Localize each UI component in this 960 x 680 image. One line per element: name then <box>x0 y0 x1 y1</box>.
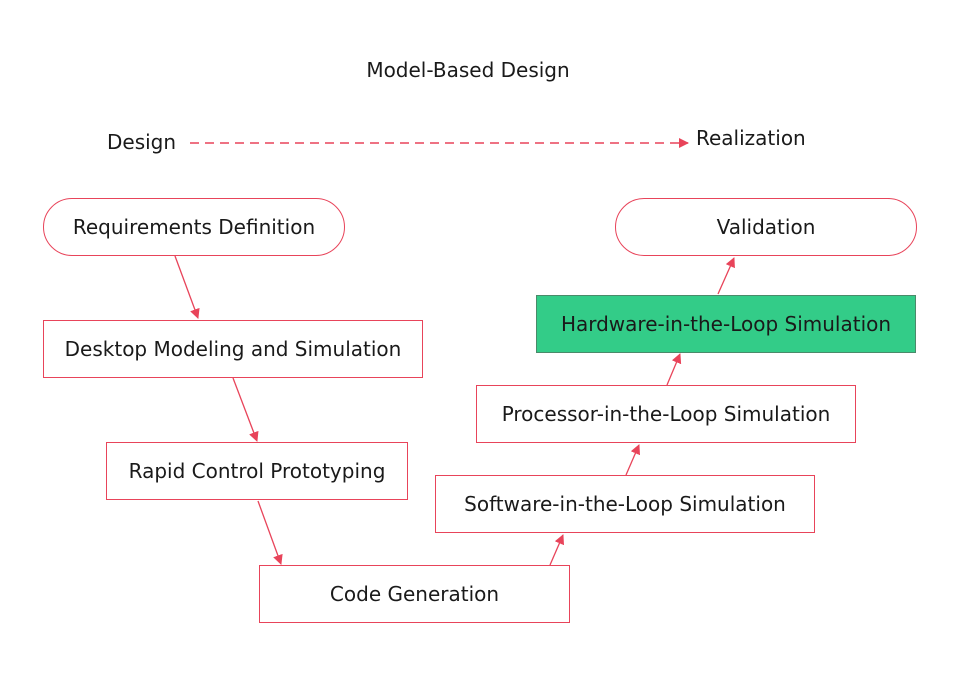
software-in-the-loop-node: Software-in-the-Loop Simulation <box>435 475 815 533</box>
realization-label: Realization <box>696 126 806 150</box>
software-in-the-loop-label: Software-in-the-Loop Simulation <box>464 492 786 516</box>
desktop-modeling-label: Desktop Modeling and Simulation <box>64 337 402 361</box>
code-generation-label: Code Generation <box>329 582 500 606</box>
design-label: Design <box>107 130 177 154</box>
diagram-title: Model-Based Design <box>366 58 570 82</box>
processor-in-the-loop-node: Processor-in-the-Loop Simulation <box>476 385 856 443</box>
hardware-in-the-loop-node: Hardware-in-the-Loop Simulation <box>536 295 916 353</box>
arrow-hil-to-validation <box>717 257 735 295</box>
code-generation-node: Code Generation <box>259 565 570 623</box>
hardware-in-the-loop-label: Hardware-in-the-Loop Simulation <box>560 312 892 336</box>
desktop-modeling-node: Desktop Modeling and Simulation <box>43 320 423 378</box>
arrow-rcp-to-codegen <box>257 500 283 565</box>
arrow-requirements-to-desktop <box>174 255 200 319</box>
arrow-desktop-to-rcp <box>232 377 259 442</box>
arrow-codegen-to-sil <box>549 534 565 566</box>
processor-in-the-loop-label: Processor-in-the-Loop Simulation <box>501 402 831 426</box>
validation-label: Validation <box>716 215 816 239</box>
rapid-control-prototyping-label: Rapid Control Prototyping <box>128 459 386 483</box>
arrow-sil-to-pil <box>625 444 641 476</box>
requirements-definition-node: Requirements Definition <box>43 198 345 256</box>
rapid-control-prototyping-node: Rapid Control Prototyping <box>106 442 408 500</box>
arrow-pil-to-hil <box>666 353 682 386</box>
validation-node: Validation <box>615 198 917 256</box>
requirements-definition-label: Requirements Definition <box>72 215 316 239</box>
